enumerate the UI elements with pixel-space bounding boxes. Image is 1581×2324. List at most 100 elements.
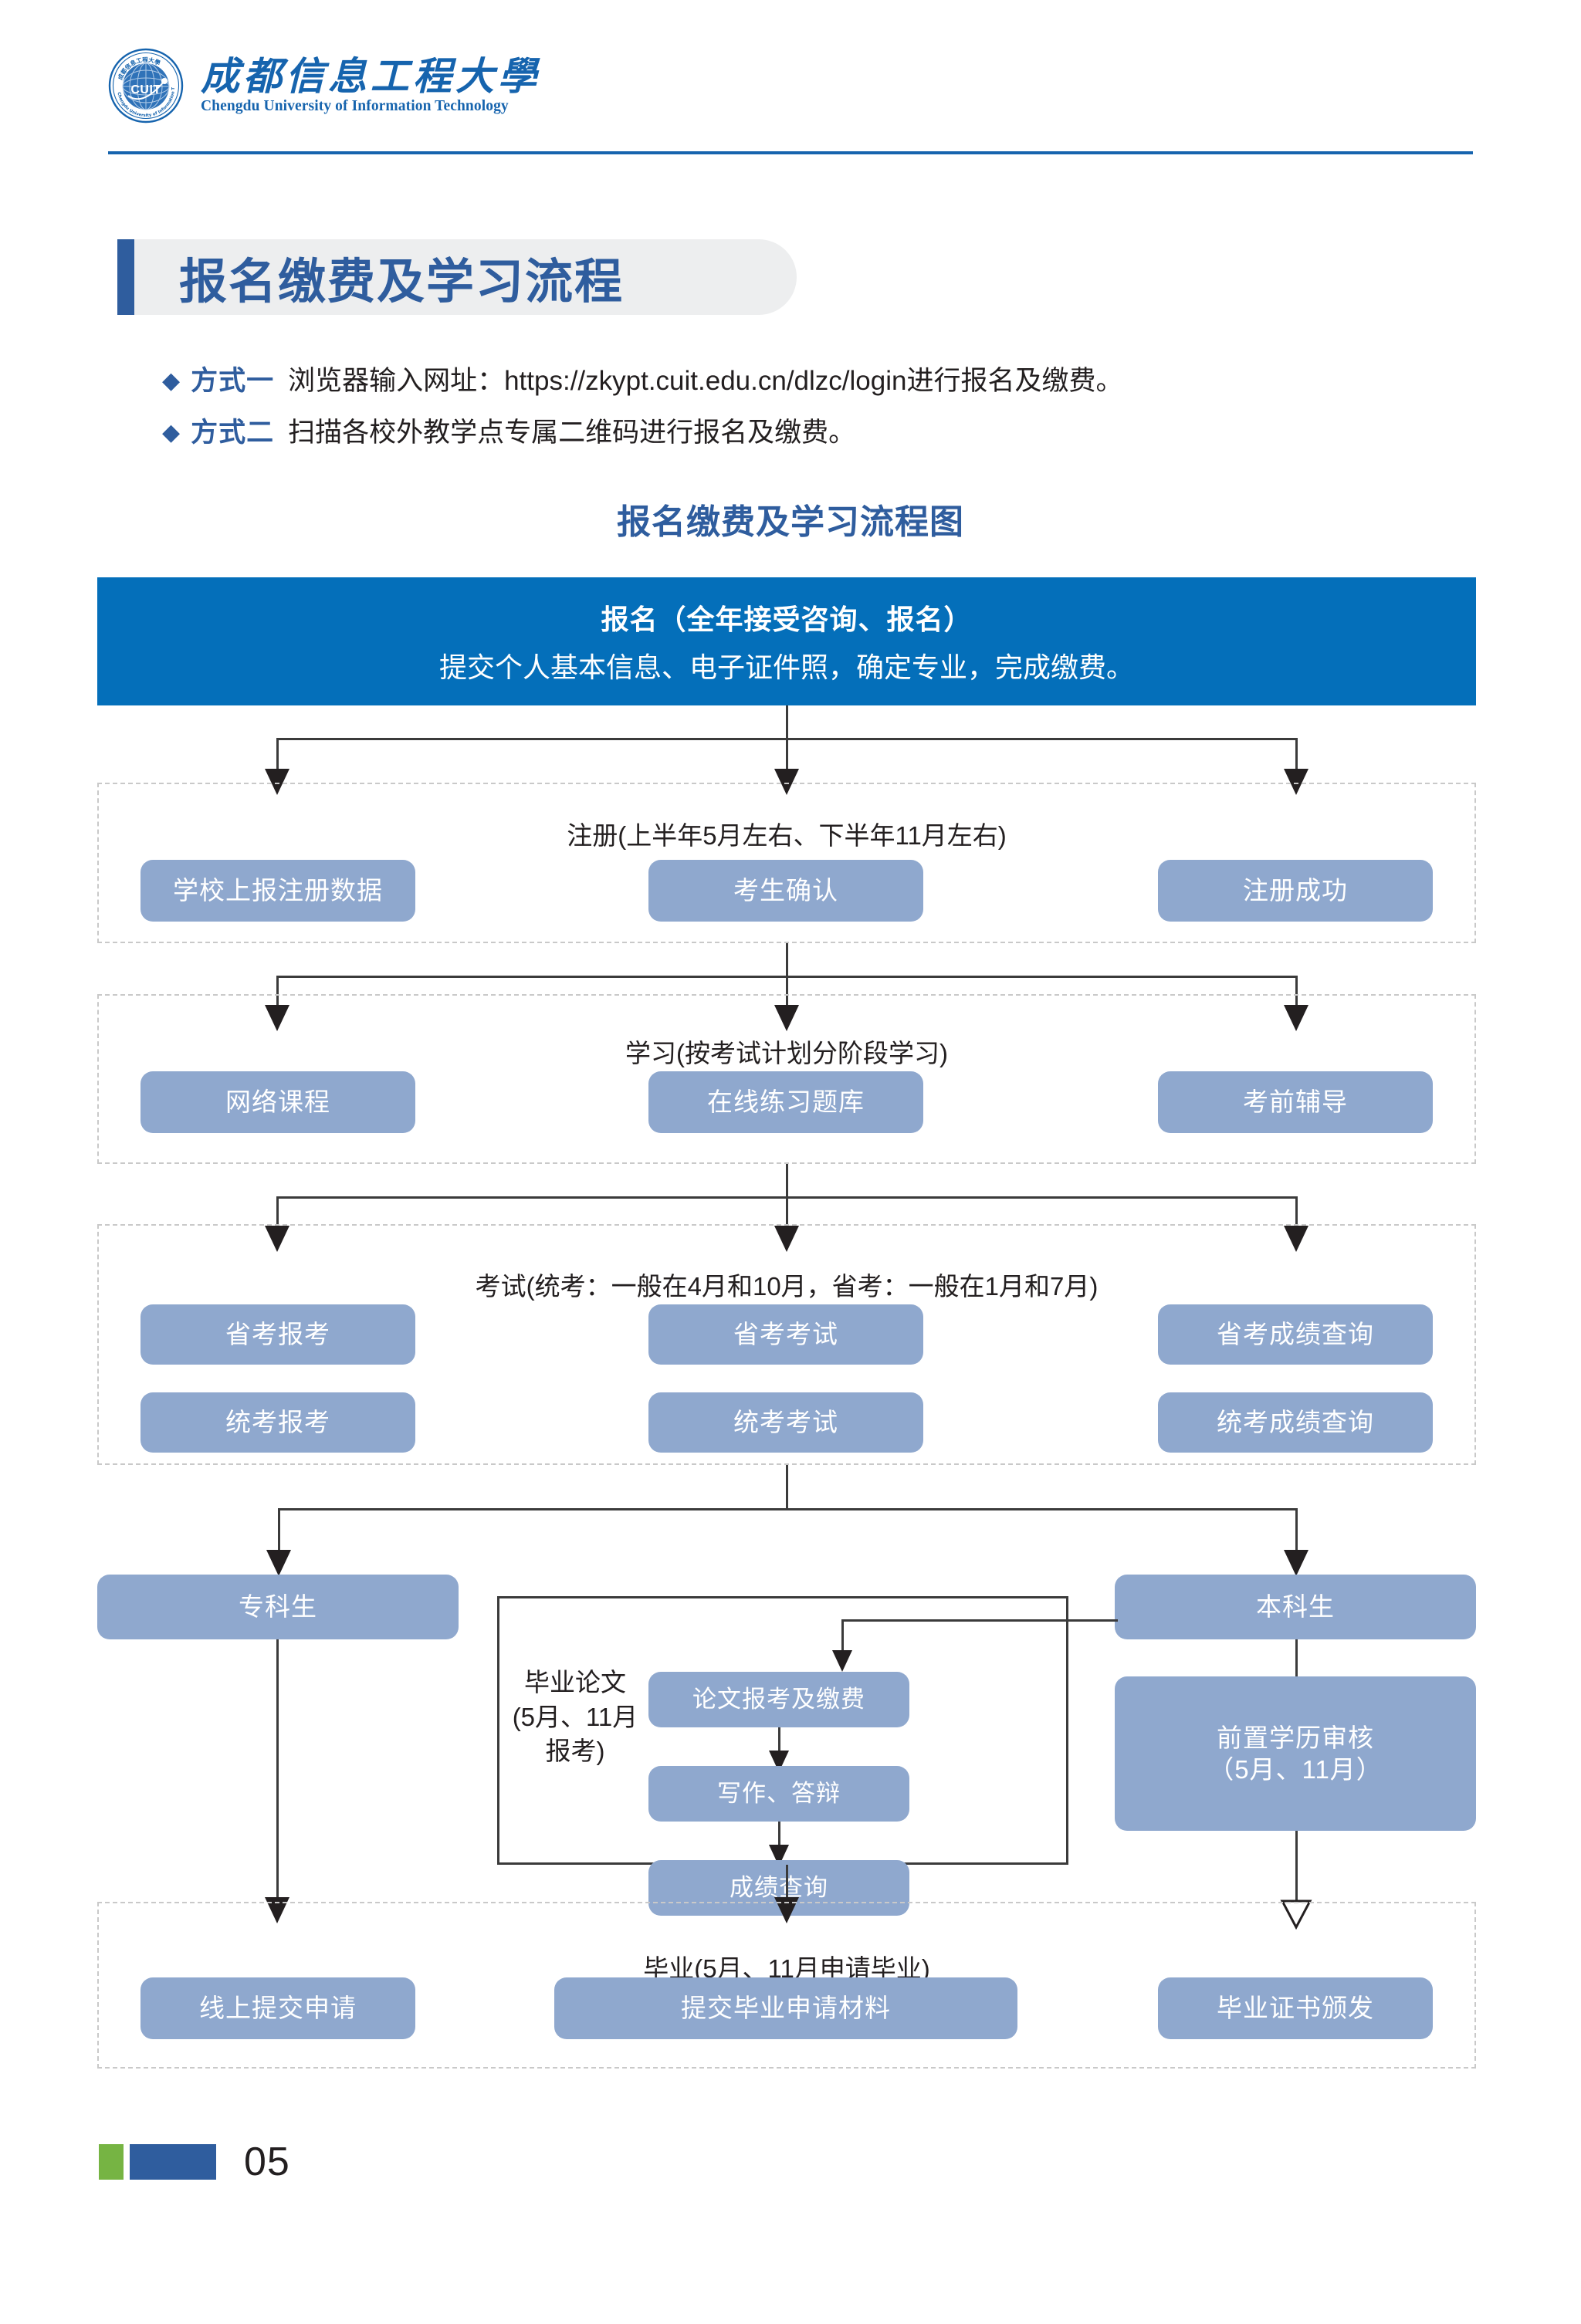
connector-vline	[1295, 1196, 1298, 1229]
method-label: 方式一	[191, 366, 275, 396]
university-logo: CUIT 成都信息工程大學 Chengdu University of Info…	[108, 48, 540, 123]
connector-vline	[276, 738, 279, 772]
page-title-accent-bar	[117, 239, 134, 315]
node-national-exam-take[interactable]: 统考考试	[648, 1392, 923, 1453]
connector-vline	[786, 1164, 788, 1198]
node-thesis-apply-pay[interactable]: 论文报考及缴费	[648, 1672, 909, 1727]
arrow-down-icon	[832, 1650, 852, 1672]
header-divider	[108, 151, 1473, 154]
connector-hline	[278, 1508, 1295, 1510]
node-undergraduate-student[interactable]: 本科生	[1115, 1575, 1476, 1639]
thesis-label-line2: (5月、11月	[512, 1702, 638, 1731]
arrow-down-icon	[774, 1897, 799, 1923]
node-prior-education-review[interactable]: 前置学历审核 （5月、11月）	[1115, 1676, 1476, 1831]
connector-vline	[276, 1639, 279, 1900]
method-description: 扫描各校外教学点专属二维码进行报名及缴费。	[288, 418, 856, 448]
page-footer: 05	[99, 2142, 290, 2182]
page-title: 报名缴费及学习流程	[117, 239, 797, 315]
arrow-down-icon	[1284, 1226, 1308, 1252]
method-label: 方式二	[191, 418, 275, 448]
node-diploma-issued[interactable]: 毕业证书颁发	[1158, 1977, 1433, 2039]
connector-vline	[786, 1196, 788, 1229]
connector-vline	[1295, 1831, 1298, 1902]
banner-subtitle: 提交个人基本信息、电子证件照，确定专业，完成缴费。	[438, 651, 1134, 683]
arrow-down-icon	[265, 769, 289, 795]
arrow-down-icon	[265, 1897, 289, 1923]
flowchart-title: 报名缴费及学习流程图	[617, 503, 964, 541]
banner-title: 报名（全年接受咨询、报名）	[601, 604, 973, 635]
node-pre-exam-tutoring[interactable]: 考前辅导	[1158, 1071, 1433, 1133]
connector-vline	[1295, 1508, 1298, 1553]
node-register-success[interactable]: 注册成功	[1158, 860, 1433, 922]
node-provincial-exam-apply[interactable]: 省考报考	[140, 1304, 415, 1365]
diamond-icon: ◆	[162, 420, 181, 445]
thesis-label-line1: 毕业论文	[524, 1668, 626, 1696]
arrow-down-icon	[266, 1550, 291, 1576]
node-candidate-confirm[interactable]: 考生确认	[648, 860, 923, 922]
connector-vline	[778, 1727, 780, 1755]
connector-vline	[1295, 738, 1298, 772]
footer-accent-blue	[130, 2144, 216, 2180]
university-name-cn: 成都信息工程大學	[201, 52, 540, 99]
connector-vline	[786, 943, 788, 977]
node-college-student[interactable]: 专科生	[97, 1575, 459, 1639]
diamond-icon: ◆	[162, 368, 181, 394]
page-title-background	[117, 239, 797, 315]
university-name-en: Chengdu University of Information Techno…	[201, 98, 509, 115]
connector-vline	[786, 738, 788, 772]
node-online-submit-application[interactable]: 线上提交申请	[140, 1977, 415, 2039]
arrow-down-icon	[265, 1226, 289, 1252]
arrow-down-icon	[1284, 769, 1308, 795]
node-national-exam-score[interactable]: 统考成绩查询	[1158, 1392, 1433, 1453]
node-submit-graduation-materials[interactable]: 提交毕业申请材料	[554, 1977, 1017, 2039]
svg-text:CUIT: CUIT	[130, 83, 161, 96]
connector-vline	[786, 976, 788, 1008]
connector-vline	[276, 976, 279, 1008]
arrow-down-icon	[774, 769, 799, 795]
stage-label: 学习(按考试计划分阶段学习)	[625, 1039, 948, 1067]
node-online-exercise-bank[interactable]: 在线练习题库	[648, 1071, 923, 1133]
stage-study: 学习(按考试计划分阶段学习)	[97, 994, 1476, 1164]
connector-vline	[786, 1865, 788, 1900]
node-thesis-writing-defense[interactable]: 写作、答辩	[648, 1766, 909, 1822]
node-prior-education-review-line1: 前置学历审核	[1217, 1723, 1374, 1752]
node-national-exam-apply[interactable]: 统考报考	[140, 1392, 415, 1453]
connector-vline	[278, 1508, 280, 1553]
connector-vline	[778, 1822, 780, 1849]
arrow-down-hollow-icon	[1280, 1899, 1312, 1930]
connector-vline	[786, 705, 788, 739]
stage-exam: 考试(统考：一般在4月和10月，省考：一般在1月和7月)	[97, 1224, 1476, 1465]
connector-vline	[841, 1619, 844, 1653]
thesis-group-label: 毕业论文 (5月、11月 报考)	[510, 1666, 641, 1769]
stage-register: 注册(上半年5月左右、下半年11月左右)	[97, 783, 1476, 943]
page-header: CUIT 成都信息工程大學 Chengdu University of Info…	[0, 0, 1581, 166]
registration-methods-list: ◆ 方式一 浏览器输入网址：https://zkypt.cuit.edu.cn/…	[162, 359, 1474, 462]
list-item: ◆ 方式二 扫描各校外教学点专属二维码进行报名及缴费。	[162, 411, 1474, 450]
flow-banner-registration: 报名（全年接受咨询、报名） 提交个人基本信息、电子证件照，确定专业，完成缴费。	[97, 577, 1476, 705]
stage-label: 考试(统考：一般在4月和10月，省考：一般在1月和7月)	[475, 1272, 1099, 1301]
node-thesis-score-query[interactable]: 成绩查询	[648, 1860, 909, 1916]
connector-hline	[841, 1619, 1118, 1622]
stage-label: 注册(上半年5月左右、下半年11月左右)	[567, 821, 1007, 850]
connector-vline	[1295, 976, 1298, 1008]
node-online-course[interactable]: 网络课程	[140, 1071, 415, 1133]
page-number: 05	[244, 2140, 290, 2184]
footer-accent-green	[99, 2144, 124, 2180]
node-prior-education-review-line2: （5月、11月）	[1208, 1755, 1383, 1784]
node-school-report-data[interactable]: 学校上报注册数据	[140, 860, 415, 922]
list-item: ◆ 方式一 浏览器输入网址：https://zkypt.cuit.edu.cn/…	[162, 359, 1474, 398]
arrow-down-icon	[1284, 1005, 1308, 1031]
page-title-text: 报名缴费及学习流程	[179, 255, 625, 309]
node-provincial-exam-score[interactable]: 省考成绩查询	[1158, 1304, 1433, 1365]
cuit-seal-icon: CUIT 成都信息工程大學 Chengdu University of Info…	[108, 48, 184, 123]
arrow-down-icon	[265, 1005, 289, 1031]
arrow-down-icon	[1284, 1550, 1308, 1576]
method-description: 浏览器输入网址：https://zkypt.cuit.edu.cn/dlzc/l…	[288, 366, 1123, 396]
thesis-label-line3: 报考)	[545, 1737, 605, 1766]
arrow-down-icon	[774, 1226, 799, 1252]
connector-vline	[786, 1465, 788, 1510]
connector-vline	[1295, 1639, 1298, 1676]
connector-vline	[276, 1196, 279, 1229]
node-provincial-exam-take[interactable]: 省考考试	[648, 1304, 923, 1365]
